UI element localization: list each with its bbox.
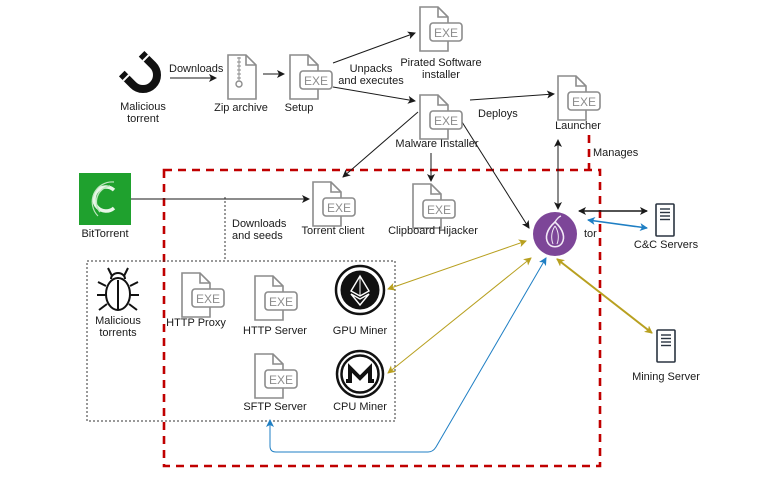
exe-file-icon: EXE [181, 272, 225, 318]
tor-onion-icon [533, 212, 577, 256]
exe-file-icon: EXE [312, 181, 356, 227]
exe-glyph-text: EXE [269, 295, 293, 309]
zip-file-icon [227, 54, 257, 100]
node-malicious-torrents[interactable]: Malicious torrents [95, 267, 141, 339]
label: Torrent client [302, 225, 365, 237]
label: Malicious [95, 315, 141, 327]
label: torrent [127, 113, 159, 125]
edge-label-unpacks-1: Unpacks [350, 63, 393, 75]
server-icon [655, 203, 675, 237]
node-mining-server[interactable]: Mining Server [632, 329, 700, 383]
label: CPU Miner [333, 401, 387, 413]
edge-tor-cnc-blue [587, 216, 648, 232]
exe-file-icon: EXE [419, 94, 463, 140]
label: tor [584, 228, 597, 240]
node-http-proxy[interactable]: EXE HTTP Proxy [166, 272, 226, 329]
edge-gpu-tor [387, 239, 527, 291]
exe-file-icon: EXE [289, 54, 333, 100]
edge-label-deploys: Deploys [478, 108, 518, 120]
exe-glyph-text: EXE [269, 373, 293, 387]
exe-glyph-text: EXE [196, 292, 220, 306]
node-gpu-miner[interactable]: GPU Miner [333, 264, 388, 337]
label: Zip archive [214, 102, 268, 114]
label: Clipboard Hijacker [388, 225, 478, 237]
monero-icon [335, 349, 385, 399]
label: C&C Servers [634, 239, 699, 251]
ethereum-icon [334, 264, 386, 316]
exe-glyph-text: EXE [434, 114, 458, 128]
label: GPU Miner [333, 325, 388, 337]
node-pirated-software-installer[interactable]: EXE Pirated Software installer [400, 6, 482, 81]
label: Malware Installer [395, 138, 478, 150]
magnet-icon [118, 50, 161, 93]
node-setup[interactable]: EXE Setup [285, 54, 333, 114]
exe-file-icon: EXE [254, 275, 298, 321]
label: Launcher [555, 120, 601, 132]
node-malicious-torrent[interactable]: Malicious torrent [118, 50, 166, 125]
node-cnc-servers[interactable]: C&C Servers [634, 203, 699, 251]
label: Malicious [120, 101, 166, 113]
node-malware-installer[interactable]: EXE Malware Installer [395, 94, 479, 150]
edge-deploys [469, 90, 555, 101]
exe-file-icon: EXE [557, 75, 601, 121]
edge-sftp-tor-blue [266, 257, 547, 453]
infection-boundary [162, 168, 602, 468]
exe-file-icon: EXE [419, 6, 463, 52]
label: Mining Server [632, 371, 700, 383]
node-bittorrent[interactable]: BitTorrent [79, 173, 131, 240]
node-tor[interactable]: tor [533, 212, 597, 256]
label: HTTP Proxy [166, 317, 226, 329]
bittorrent-logo-icon [79, 173, 131, 225]
label: Setup [285, 102, 314, 114]
node-launcher[interactable]: EXE Launcher [555, 75, 601, 132]
edge-cpu-tor [387, 257, 532, 374]
node-sftp-server[interactable]: EXE SFTP Server [243, 353, 307, 413]
edge-label-downloads-seeds-1: Downloads [232, 218, 287, 230]
edge-label-unpacks-2: and executes [338, 75, 404, 87]
node-cpu-miner[interactable]: CPU Miner [333, 349, 387, 413]
node-clipboard-hijacker[interactable]: EXE Clipboard Hijacker [388, 183, 478, 237]
exe-glyph-text: EXE [572, 95, 596, 109]
exe-glyph-text: EXE [327, 201, 351, 215]
exe-file-icon: EXE [412, 183, 456, 229]
edge-label-downloads-seeds-2: and seeds [232, 230, 283, 242]
node-http-server[interactable]: EXE HTTP Server [243, 275, 307, 337]
edge-setup-pirated [332, 31, 416, 64]
label: installer [422, 69, 460, 81]
label: torrents [99, 327, 137, 339]
label: SFTP Server [243, 401, 307, 413]
edge-label-downloads: Downloads [169, 63, 224, 75]
edge-tor-mining [556, 258, 653, 334]
edge-malware-torrentclient [342, 111, 419, 178]
node-torrent-client[interactable]: EXE Torrent client [302, 181, 365, 237]
label: BitTorrent [81, 228, 128, 240]
label: Pirated Software [400, 57, 481, 69]
bug-icon [97, 267, 139, 311]
edge-setup-malware [332, 86, 416, 104]
exe-file-icon: EXE [254, 353, 298, 399]
server-icon [656, 329, 676, 363]
exe-glyph-text: EXE [427, 203, 451, 217]
exe-glyph-text: EXE [304, 74, 328, 88]
exe-glyph-text: EXE [434, 26, 458, 40]
label: HTTP Server [243, 325, 307, 337]
node-zip-archive[interactable]: Zip archive [214, 54, 268, 114]
edge-label-manages: Manages [593, 147, 639, 159]
edge-malware-tor [461, 121, 530, 229]
